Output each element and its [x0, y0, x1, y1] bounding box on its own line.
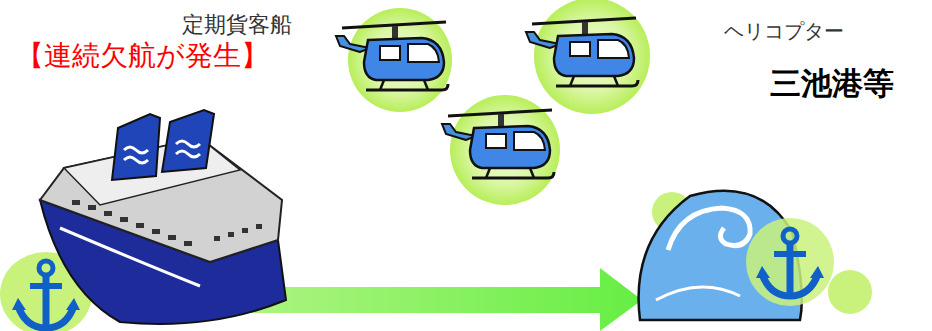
- ship-illustration: [40, 110, 286, 324]
- ship-label: 定期貨客船: [182, 12, 292, 37]
- alert-text: 【連続欠航が発生】: [16, 40, 269, 72]
- port-label: 三池港等: [770, 66, 894, 102]
- helicopter-label: ヘリコプター: [724, 20, 844, 43]
